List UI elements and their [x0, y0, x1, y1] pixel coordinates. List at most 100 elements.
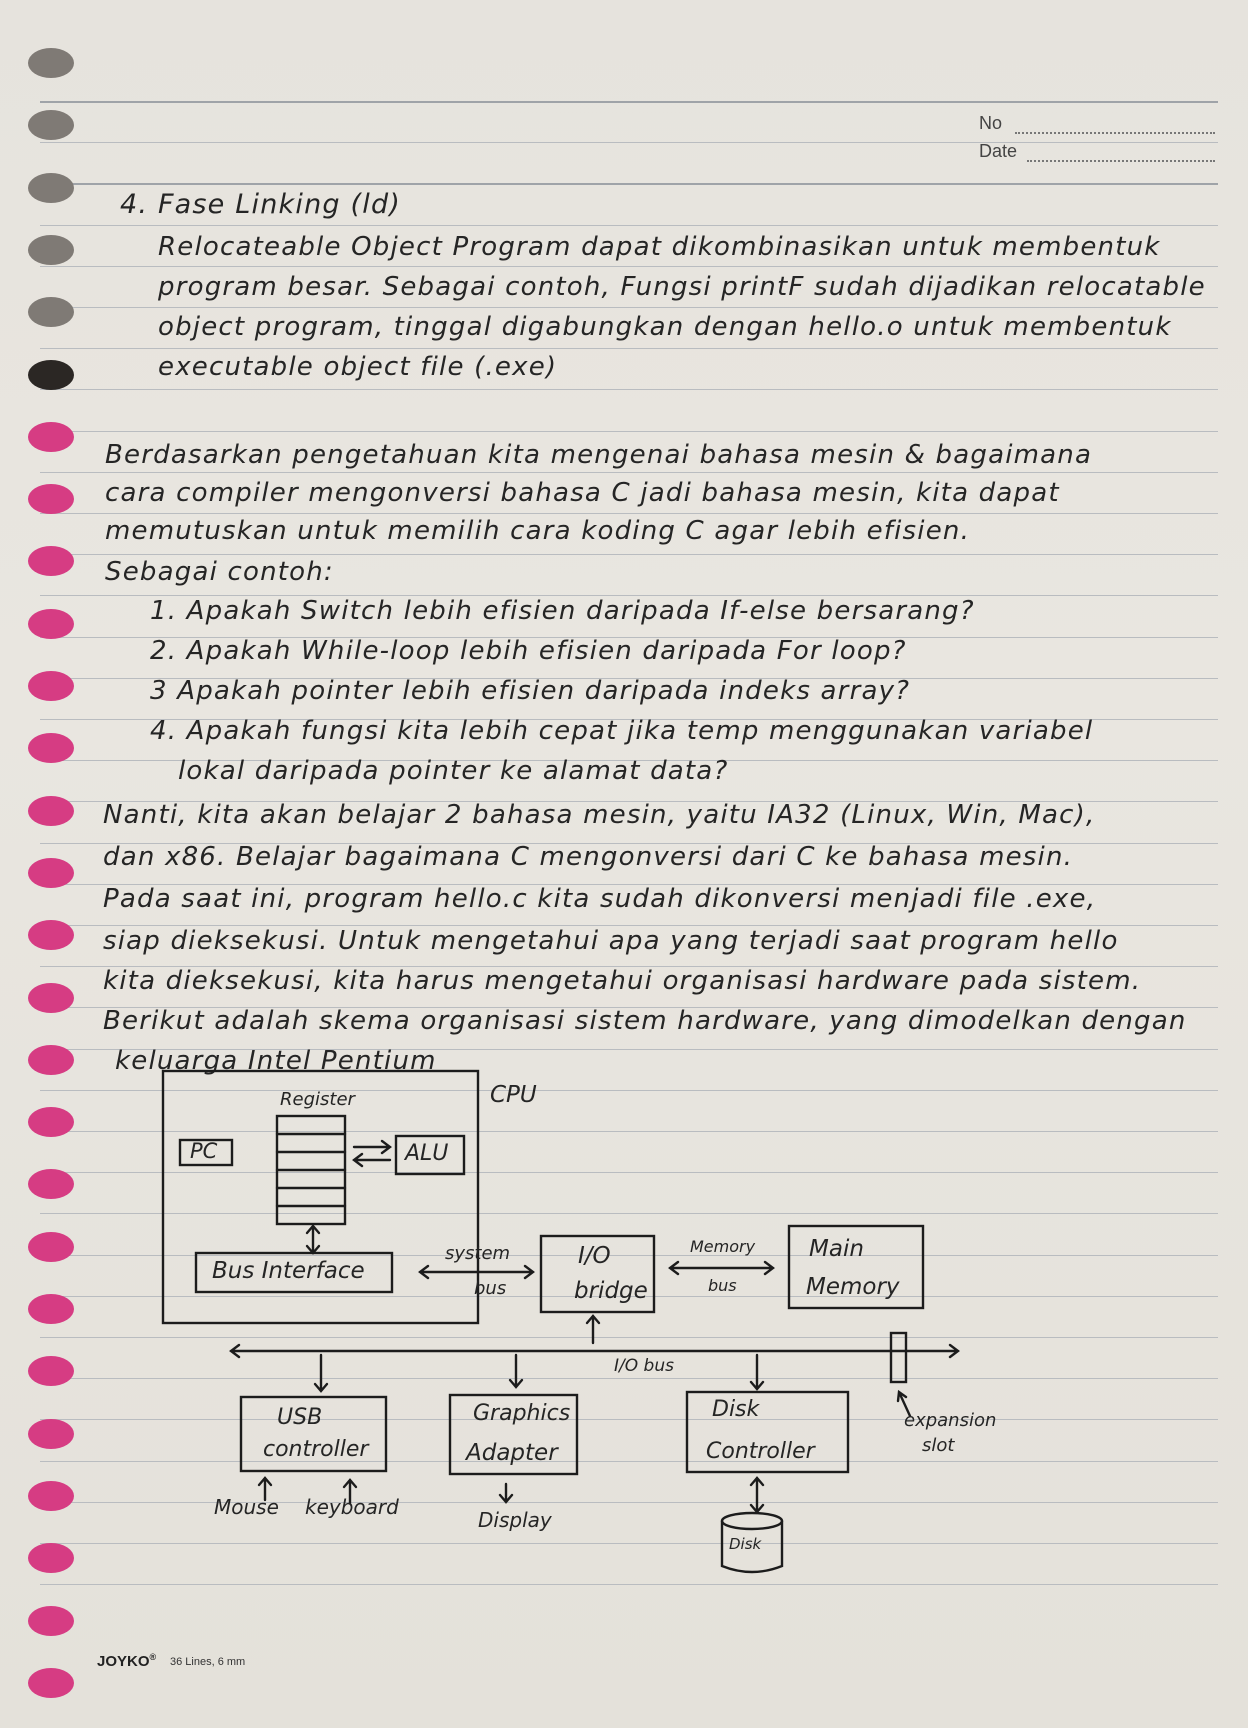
binding-hole — [28, 1481, 74, 1511]
ruled-line — [40, 801, 1218, 802]
ruled-line — [40, 389, 1218, 390]
keyboard-label: keyboard — [305, 1495, 399, 1519]
io-bus-label: I/O bus — [614, 1356, 674, 1376]
binding-hole — [28, 858, 74, 888]
bus-interface-label: Bus Interface — [212, 1258, 365, 1284]
disk-controller-box — [685, 1390, 850, 1474]
brand-registered: ® — [149, 1652, 157, 1662]
closing-line: Berikut adalah skema organisasi sistem h… — [103, 1006, 1187, 1036]
pc-label: PC — [190, 1139, 218, 1163]
graphics-adapter-label: Adapter — [466, 1440, 558, 1466]
question-item: 3 Apakah pointer lebih efisien daripada … — [150, 676, 911, 706]
register-label: Register — [280, 1089, 355, 1110]
ruled-line — [40, 348, 1218, 349]
graphics-adapter-box — [448, 1393, 579, 1476]
binding-hole — [28, 1668, 74, 1698]
memory-bus-label: Memory — [690, 1237, 756, 1256]
question-item: 1. Apakah Switch lebih efisien daripada … — [150, 596, 975, 626]
binding-hole — [28, 546, 74, 576]
binding-hole — [28, 1169, 74, 1199]
ruled-line — [40, 1337, 1218, 1338]
ruled-line — [40, 266, 1218, 267]
usb-controller-label: USB — [277, 1405, 323, 1430]
binding-hole — [28, 297, 74, 327]
disk-label: Disk — [729, 1535, 762, 1553]
disk-controller-label: Disk — [712, 1397, 760, 1422]
system-bus-label: bus — [474, 1278, 507, 1299]
ruled-line — [40, 225, 1218, 226]
date-field-line — [1027, 160, 1215, 162]
ruled-line — [40, 884, 1218, 885]
ruled-line — [40, 554, 1218, 555]
ruled-line — [40, 1502, 1218, 1503]
ruled-line — [40, 760, 1218, 761]
graphics-adapter-label: Graphics — [473, 1401, 571, 1426]
ruled-line — [40, 431, 1218, 432]
question-item: 4. Apakah fungsi kita lebih cepat jika t… — [150, 716, 1094, 746]
main-memory-label: Main — [809, 1236, 864, 1262]
ruled-line — [40, 595, 1218, 596]
intro-line: Sebagai contoh: — [105, 557, 334, 587]
ruled-line — [40, 307, 1218, 308]
io-bridge-box — [539, 1234, 656, 1314]
ruled-line — [40, 1461, 1218, 1462]
alu-box — [394, 1134, 466, 1176]
binding-hole — [28, 173, 74, 203]
closing-line: siap dieksekusi. Untuk mengetahui apa ya… — [103, 926, 1119, 956]
expansion-slot-label: expansion — [904, 1410, 997, 1431]
section-title: 4. Fase Linking (ld) — [120, 189, 402, 220]
binding-hole — [28, 1107, 74, 1137]
ruled-line — [40, 1007, 1218, 1008]
ruled-line — [40, 1090, 1218, 1091]
section-line: program besar. Sebagai contoh, Fungsi pr… — [158, 272, 1206, 302]
binding-hole — [28, 1232, 74, 1262]
ruled-line — [40, 843, 1218, 844]
section-line: object program, tinggal digabungkan deng… — [158, 312, 1172, 342]
closing-line: Pada saat ini, program hello.c kita suda… — [103, 884, 1097, 914]
ruled-line — [40, 1255, 1218, 1256]
ruled-line — [40, 719, 1218, 720]
bus-interface-box — [194, 1251, 394, 1294]
memory-bus-label: bus — [708, 1276, 737, 1295]
binding-hole — [28, 1356, 74, 1386]
ruled-line — [40, 678, 1218, 679]
binding-hole — [28, 48, 74, 78]
ruled-line — [40, 472, 1218, 473]
binding-hole — [28, 983, 74, 1013]
binding-hole — [28, 671, 74, 701]
closing-line: dan x86. Belajar bagaimana C mengonversi… — [103, 842, 1074, 872]
binding-hole — [28, 1294, 74, 1324]
cpu-box — [161, 1069, 480, 1325]
no-label: No — [979, 113, 1003, 133]
intro-line: cara compiler mengonversi bahasa C jadi … — [105, 478, 1060, 508]
ruled-line — [40, 637, 1218, 638]
usb-controller-label: controller — [263, 1437, 369, 1462]
alu-label: ALU — [405, 1141, 449, 1166]
date-label: Date — [979, 141, 1018, 161]
ruled-line — [40, 1419, 1218, 1420]
ruled-line — [40, 1172, 1218, 1173]
brand-logo: JOYKO® — [97, 1652, 156, 1670]
ruled-line — [40, 142, 1218, 143]
ruled-line — [40, 1584, 1218, 1585]
disk-controller-label: Controller — [706, 1439, 815, 1464]
expansion-slot — [889, 1331, 908, 1384]
intro-line: memutuskan untuk memilih cara koding C a… — [105, 516, 971, 546]
binding-hole — [28, 484, 74, 514]
binding-hole — [28, 235, 74, 265]
section-line: Relocateable Object Program dapat dikomb… — [158, 232, 1161, 262]
binding-hole — [28, 360, 74, 390]
ruled-line — [40, 513, 1218, 514]
binding-hole — [28, 1419, 74, 1449]
binding-hole — [28, 1543, 74, 1573]
binding-hole — [28, 733, 74, 763]
ruled-line — [40, 1213, 1218, 1214]
cpu-label: CPU — [490, 1082, 537, 1108]
ruled-line — [40, 1378, 1218, 1379]
brand-name: JOYKO — [97, 1653, 150, 1670]
ruled-line — [40, 1543, 1218, 1544]
expansion-slot-label: slot — [922, 1435, 955, 1456]
io-bridge-label: I/O — [578, 1243, 611, 1269]
